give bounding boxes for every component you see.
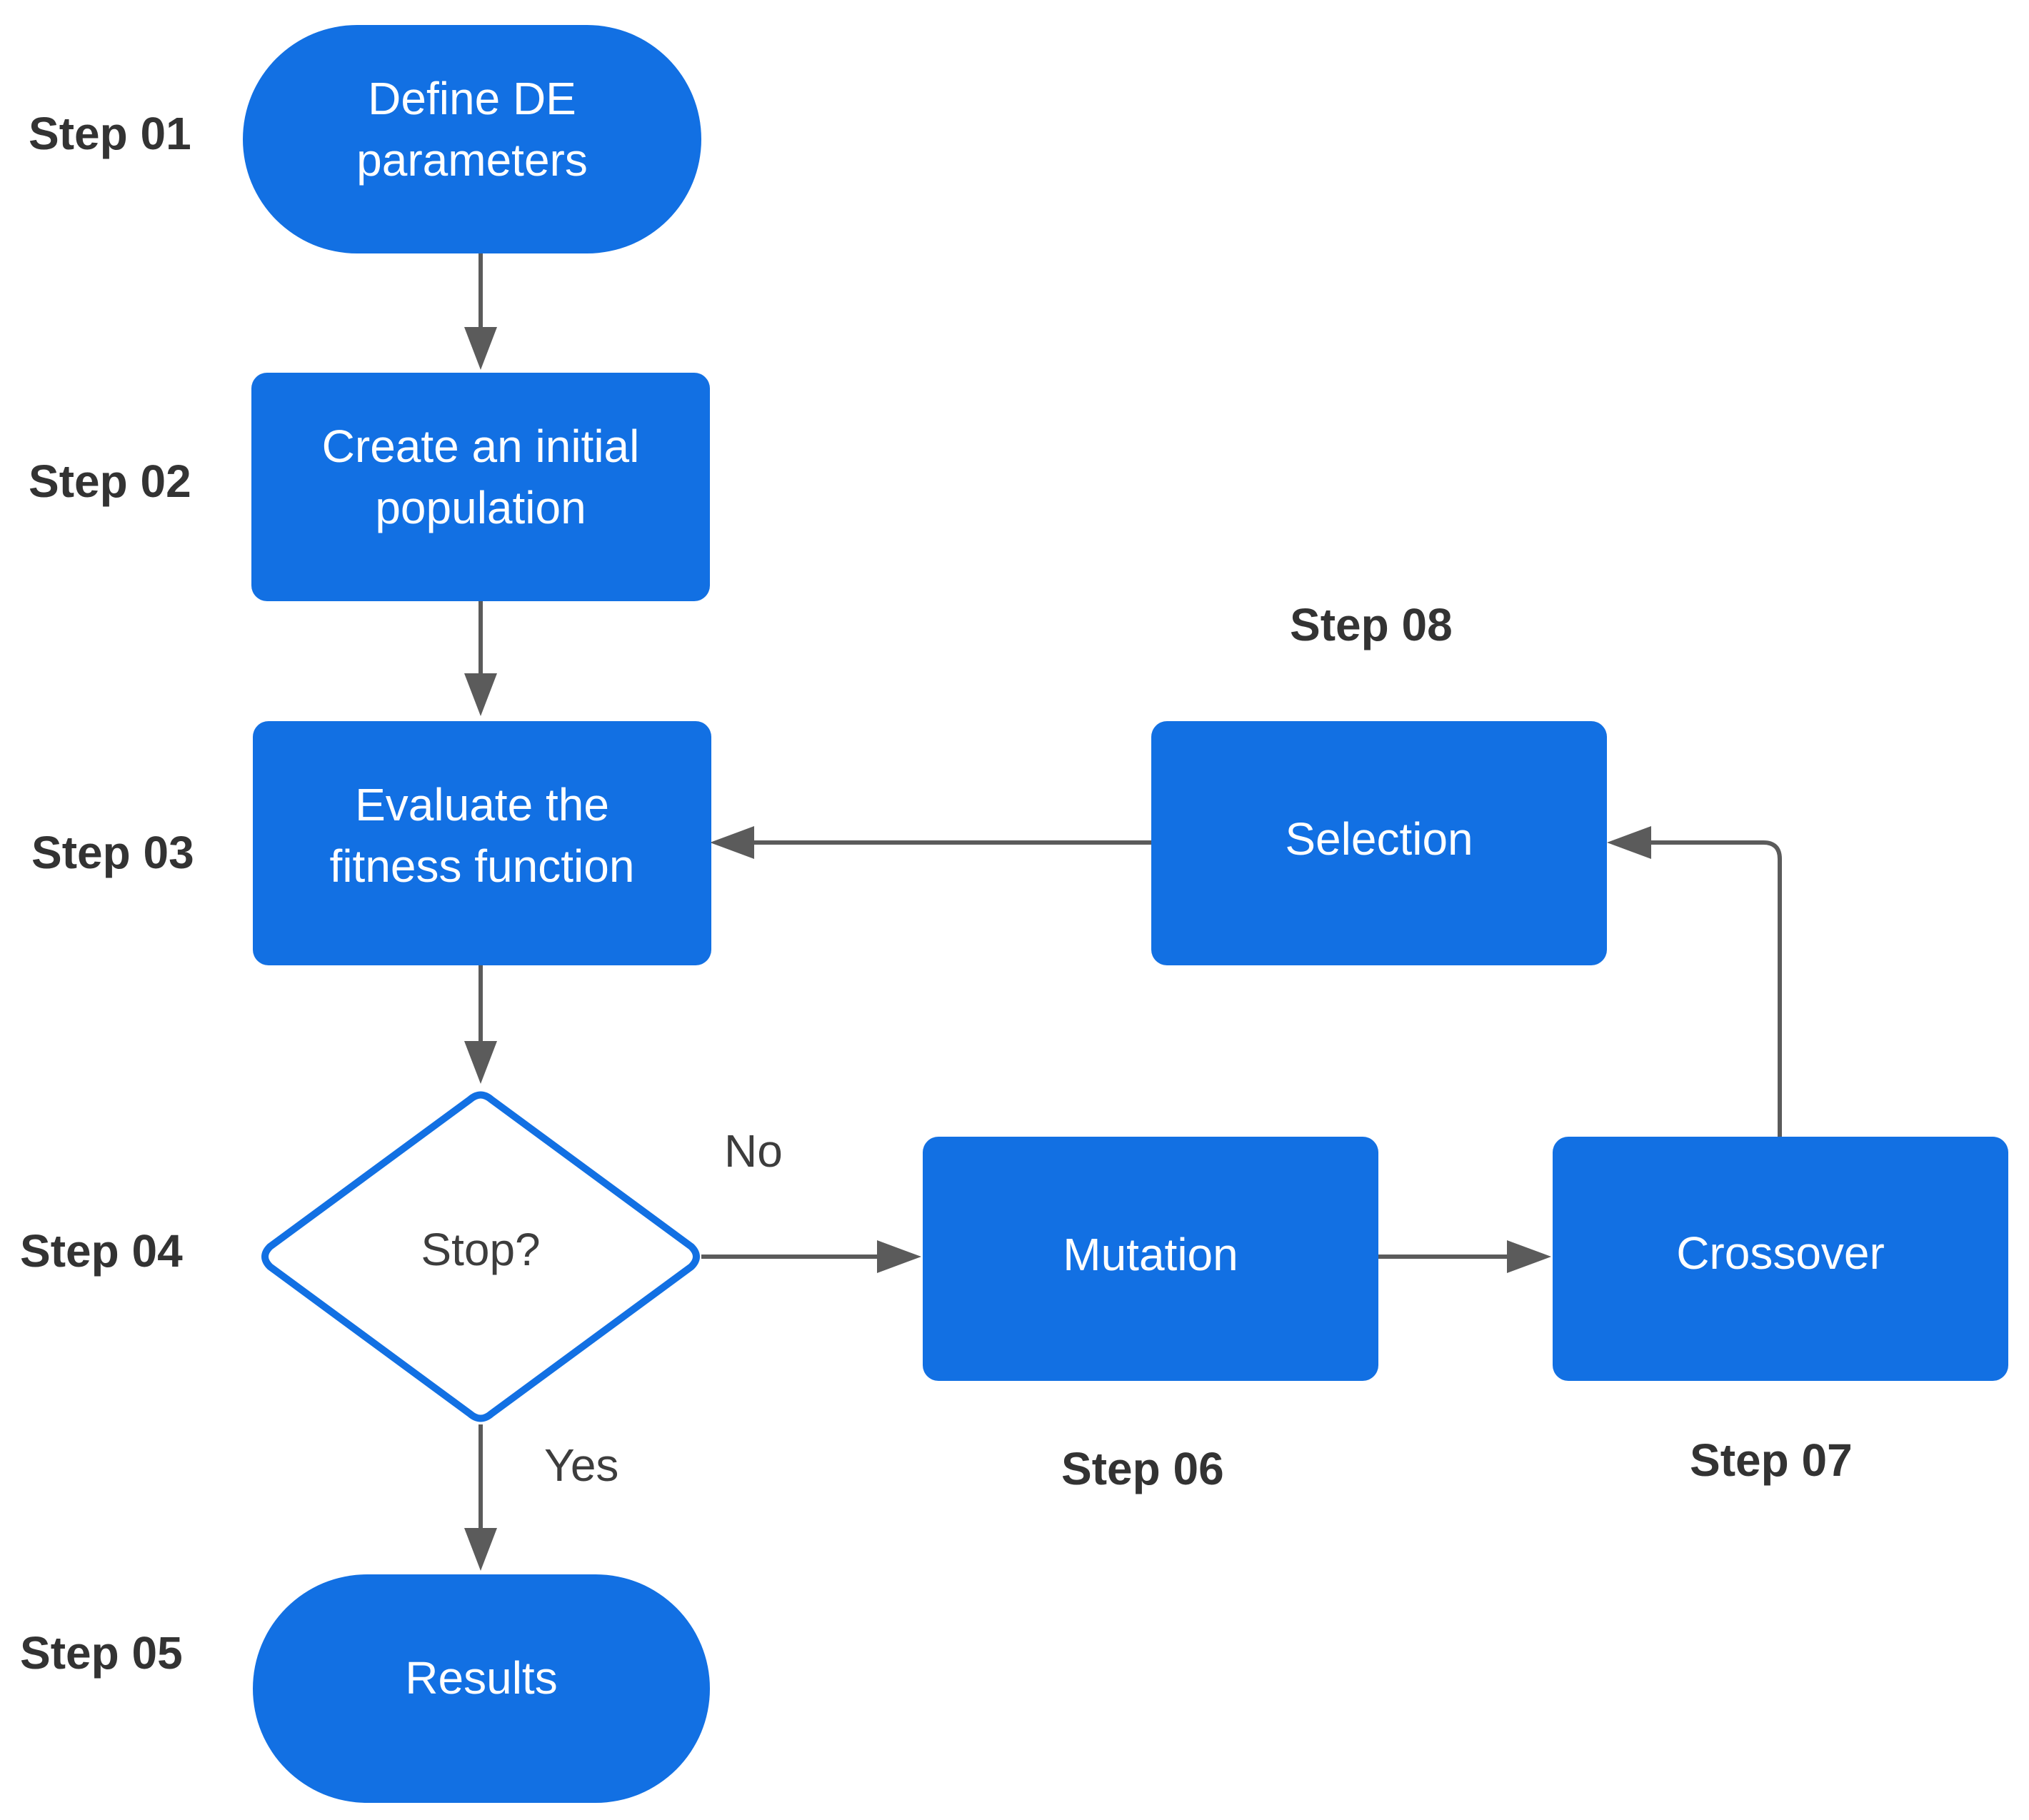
step-label-04: Step 04 [20,1225,183,1277]
arrowhead-stop-to-results [464,1528,497,1571]
step-label-06: Step 06 [1061,1443,1224,1494]
node-define-line1: Define DE [368,73,576,124]
node-create-line2: population [375,482,586,533]
node-crossover-label: Crossover [1676,1227,1885,1279]
step-label-08: Step 08 [1290,599,1453,650]
arrowhead-define-to-create [464,327,497,370]
step-label-03: Step 03 [31,827,194,878]
node-results[interactable]: Results [253,1574,710,1803]
node-evaluate-line2: fitness function [330,840,635,892]
arrowhead-create-to-evaluate [464,673,497,716]
terminator-shape [243,25,701,253]
node-stop-label: Stop? [421,1224,540,1275]
node-results-label: Results [405,1652,557,1704]
node-stop-decision[interactable]: Stop? [261,1091,700,1422]
process-shape [251,373,710,601]
terminator-shape [253,1574,710,1803]
node-evaluate-fitness[interactable]: Evaluate the fitness function [253,721,711,965]
step-label-07: Step 07 [1690,1434,1853,1486]
process-shape [1553,1137,2008,1381]
branch-label-yes: Yes [544,1439,618,1491]
arrowhead-mutation-to-crossover [1507,1240,1551,1273]
process-shape [253,721,711,965]
node-selection[interactable]: Selection [1151,721,1607,965]
process-shape [1151,721,1607,965]
node-mutation[interactable]: Mutation [923,1137,1378,1381]
edge-crossover-to-selection [1643,840,1782,1137]
node-evaluate-line1: Evaluate the [355,779,609,830]
node-define-parameters[interactable]: Define DE parameters [243,25,701,253]
arrowhead-stop-to-mutation [877,1240,921,1273]
branch-label-no: No [724,1125,783,1177]
process-shape [923,1137,1378,1381]
node-mutation-label: Mutation [1063,1229,1238,1280]
step-label-02: Step 02 [29,456,191,507]
node-create-line1: Create an initial [322,421,640,472]
node-define-line2: parameters [356,134,588,186]
arrowhead-crossover-to-selection [1607,826,1651,859]
edges [464,253,1782,1571]
step-label-05: Step 05 [20,1627,183,1679]
node-crossover[interactable]: Crossover [1553,1137,2008,1381]
arrowhead-evaluate-to-stop [464,1041,497,1084]
node-selection-label: Selection [1285,813,1473,865]
node-create-population[interactable]: Create an initial population [251,373,710,601]
decision-shape [261,1091,700,1422]
arrowhead-selection-to-evaluate [710,826,754,859]
step-label-01: Step 01 [29,108,191,159]
